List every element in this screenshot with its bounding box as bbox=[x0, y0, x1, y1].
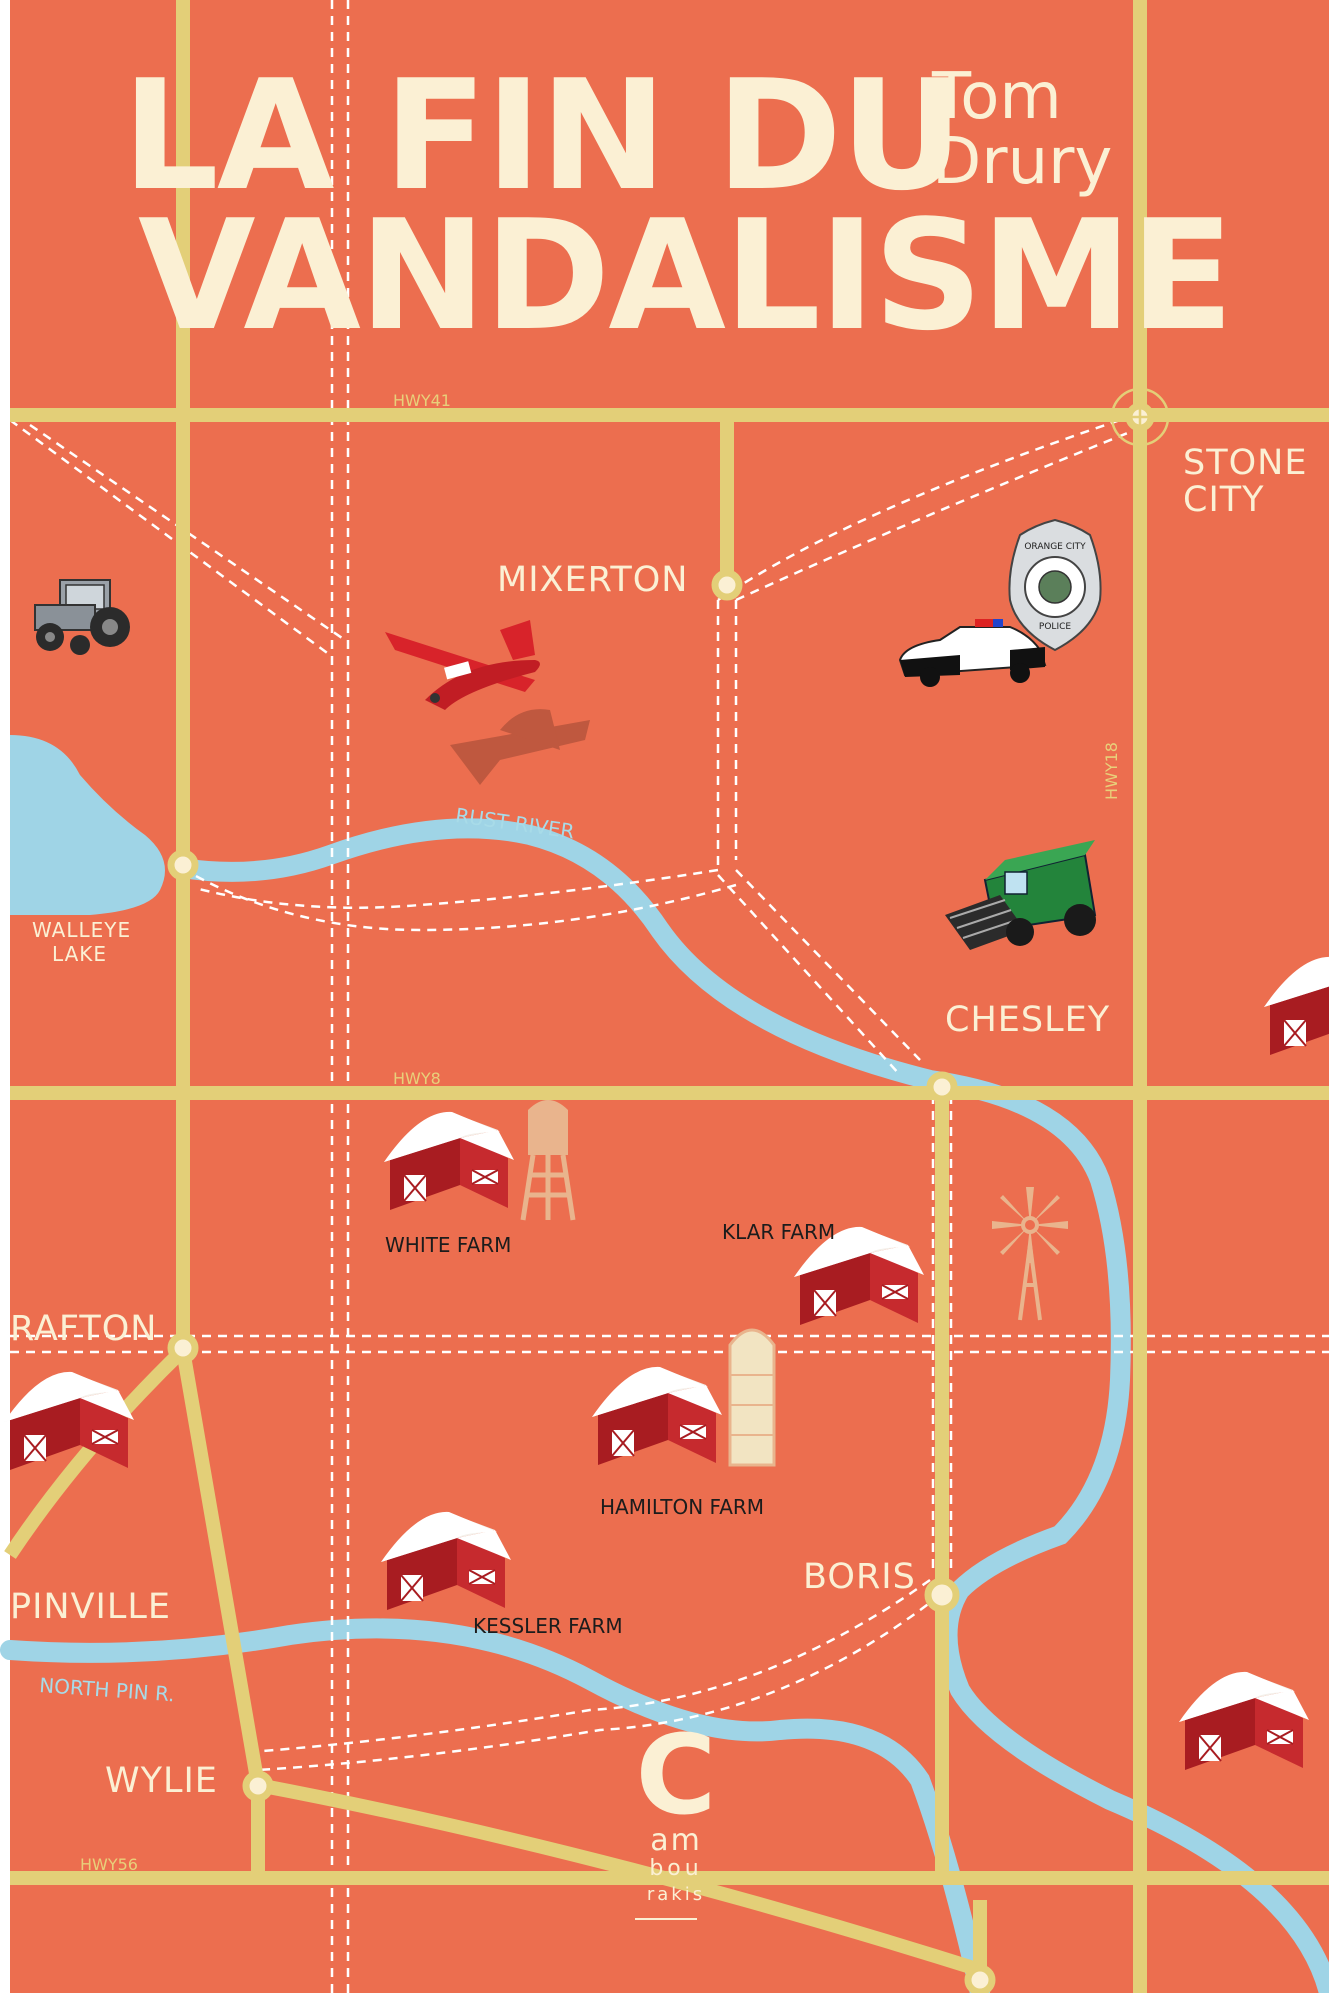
water-tower-icon bbox=[520, 1100, 576, 1221]
back-roads bbox=[9, 0, 1329, 1993]
title-line-2: VANDALISME bbox=[138, 187, 1234, 364]
highway-label-8: HWY8 bbox=[393, 1069, 441, 1088]
farm-label-klar: KLAR FARM bbox=[722, 1220, 836, 1244]
combine-harvester-icon bbox=[945, 840, 1097, 950]
town-label-stone-city-line1: STONE bbox=[1183, 443, 1308, 483]
lake-label-line2: LAKE bbox=[52, 942, 108, 966]
town-label-boris: BORIS bbox=[803, 1557, 916, 1597]
svg-text:POLICE: POLICE bbox=[1039, 622, 1071, 632]
silo-icon bbox=[728, 1328, 776, 1467]
town-label-wylie: WYLIE bbox=[105, 1761, 218, 1801]
airplane-shadow bbox=[450, 709, 590, 785]
highway-label-56: HWY56 bbox=[80, 1855, 138, 1874]
police-car-icon bbox=[898, 619, 1047, 687]
title-line-1: LA FIN DU bbox=[122, 47, 964, 224]
highways bbox=[4, 0, 1329, 1993]
farm-label-hamilton: HAMILTON FARM bbox=[600, 1495, 765, 1519]
town-label-grafton: RAFTON bbox=[10, 1309, 158, 1349]
author-first-name: Tom bbox=[932, 60, 1062, 134]
white-border bbox=[0, 0, 10, 1993]
publisher-logo-line1: am bbox=[650, 1823, 702, 1858]
publisher-logo-underline bbox=[635, 1918, 697, 1920]
town-label-chesley: CHESLEY bbox=[945, 1000, 1111, 1040]
lake-label-line1: WALLEYE bbox=[32, 918, 132, 942]
publisher-logo-line3: rakis bbox=[646, 1884, 706, 1905]
svg-text:ORANGE CITY: ORANGE CITY bbox=[1024, 542, 1086, 552]
author-last-name: Drury bbox=[932, 125, 1113, 199]
town-label-mixerton: MIXERTON bbox=[497, 560, 689, 600]
stone-city-target bbox=[1105, 382, 1175, 452]
town-label-stone-city-line2: CITY bbox=[1183, 480, 1265, 520]
windmill-icon bbox=[992, 1187, 1068, 1321]
airplane-icon bbox=[385, 620, 540, 710]
highway-label-41: HWY41 bbox=[393, 391, 451, 410]
walleye-lake bbox=[10, 735, 165, 915]
publisher-logo-line2: bou bbox=[649, 1856, 703, 1881]
farm-label-kessler: KESSLER FARM bbox=[473, 1614, 623, 1638]
highway-label-18: HWY18 bbox=[1102, 742, 1121, 800]
publisher-logo-letter: C bbox=[635, 1711, 717, 1839]
police-badge-icon: ORANGE CITY POLICE bbox=[1008, 518, 1102, 652]
farm-label-white: WHITE FARM bbox=[385, 1233, 512, 1257]
town-label-pinville: PINVILLE bbox=[10, 1587, 171, 1627]
tractor-icon bbox=[34, 579, 130, 655]
